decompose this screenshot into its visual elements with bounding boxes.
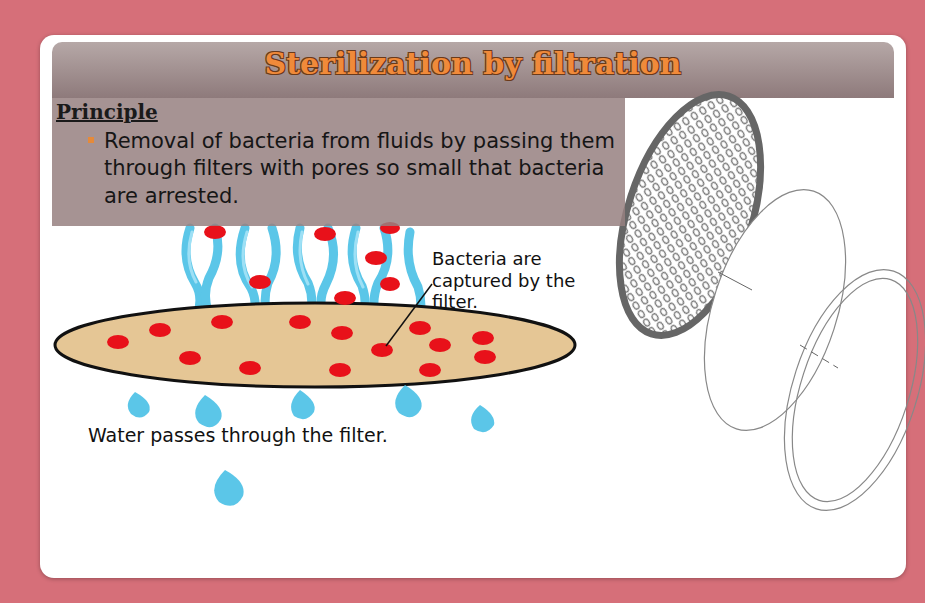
caption-label: Water passes through the filter. (88, 424, 568, 447)
callout-label: Bacteria are captured by the filter. (432, 248, 607, 313)
principle-band: PrincipleRemoval of bacteria from fluids… (52, 98, 625, 226)
principle-text: Removal of bacteria from fluids by passi… (104, 128, 615, 210)
section-heading: Principle (56, 100, 615, 124)
bullet (88, 137, 94, 143)
slide-title: Sterilization by filtration (52, 46, 894, 81)
